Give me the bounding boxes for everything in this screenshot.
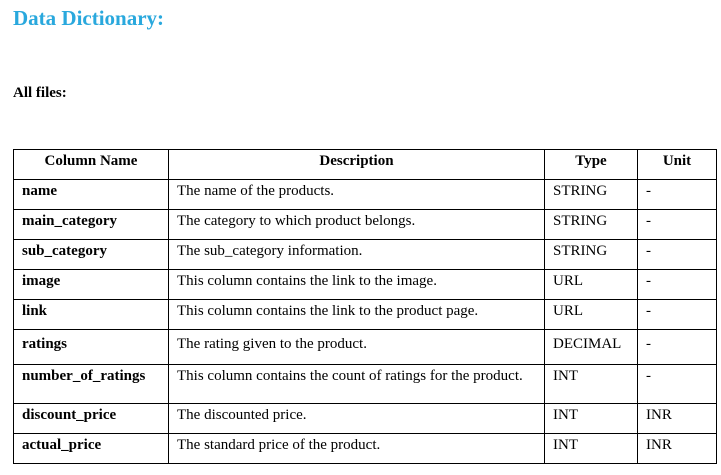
cell-type: INT bbox=[544, 433, 638, 464]
header-description: Description bbox=[168, 149, 545, 180]
cell-description: The name of the products. bbox=[168, 179, 545, 210]
table-row: name The name of the products. STRING - bbox=[13, 179, 717, 210]
cell-column-name: link bbox=[13, 299, 169, 330]
cell-type: DECIMAL bbox=[544, 329, 638, 365]
header-type: Type bbox=[544, 149, 638, 180]
cell-description: The standard price of the product. bbox=[168, 433, 545, 464]
header-unit: Unit bbox=[637, 149, 717, 180]
cell-unit: - bbox=[637, 364, 717, 404]
cell-description: The rating given to the product. bbox=[168, 329, 545, 365]
cell-description: The discounted price. bbox=[168, 403, 545, 434]
cell-description: This column contains the link to the pro… bbox=[168, 299, 545, 330]
table-row: discount_price The discounted price. INT… bbox=[13, 403, 717, 434]
cell-column-name: image bbox=[13, 269, 169, 300]
cell-column-name: name bbox=[13, 179, 169, 210]
cell-unit: INR bbox=[637, 433, 717, 464]
cell-unit: - bbox=[637, 269, 717, 300]
section-subtitle: All files: bbox=[13, 85, 67, 101]
table-row: sub_category The sub_category informatio… bbox=[13, 239, 717, 270]
cell-type: INT bbox=[544, 364, 638, 404]
header-column-name: Column Name bbox=[13, 149, 169, 180]
cell-unit: - bbox=[637, 179, 717, 210]
cell-column-name: actual_price bbox=[13, 433, 169, 464]
cell-column-name: ratings bbox=[13, 329, 169, 365]
cell-type: STRING bbox=[544, 209, 638, 240]
cell-description: This column contains the count of rating… bbox=[168, 364, 545, 404]
cell-type: URL bbox=[544, 299, 638, 330]
table-row: actual_price The standard price of the p… bbox=[13, 433, 717, 464]
cell-column-name: number_of_ratings bbox=[13, 364, 169, 404]
cell-type: STRING bbox=[544, 239, 638, 270]
cell-unit: INR bbox=[637, 403, 717, 434]
cell-column-name: discount_price bbox=[13, 403, 169, 434]
cell-unit: - bbox=[637, 209, 717, 240]
table-row: image This column contains the link to t… bbox=[13, 269, 717, 300]
cell-column-name: sub_category bbox=[13, 239, 169, 270]
table-row: link This column contains the link to th… bbox=[13, 299, 717, 330]
cell-type: URL bbox=[544, 269, 638, 300]
table-row: number_of_ratings This column contains t… bbox=[13, 364, 717, 404]
cell-type: STRING bbox=[544, 179, 638, 210]
cell-unit: - bbox=[637, 239, 717, 270]
cell-type: INT bbox=[544, 403, 638, 434]
cell-description: The category to which product belongs. bbox=[168, 209, 545, 240]
table-header-row: Column Name Description Type Unit bbox=[13, 149, 717, 180]
cell-column-name: main_category bbox=[13, 209, 169, 240]
cell-unit: - bbox=[637, 329, 717, 365]
cell-description: The sub_category information. bbox=[168, 239, 545, 270]
page-title: Data Dictionary: bbox=[13, 6, 165, 30]
cell-description: This column contains the link to the ima… bbox=[168, 269, 545, 300]
table-row: ratings The rating given to the product.… bbox=[13, 329, 717, 365]
cell-unit: - bbox=[637, 299, 717, 330]
data-dictionary-table: Column Name Description Type Unit name T… bbox=[13, 149, 717, 464]
table-row: main_category The category to which prod… bbox=[13, 209, 717, 240]
